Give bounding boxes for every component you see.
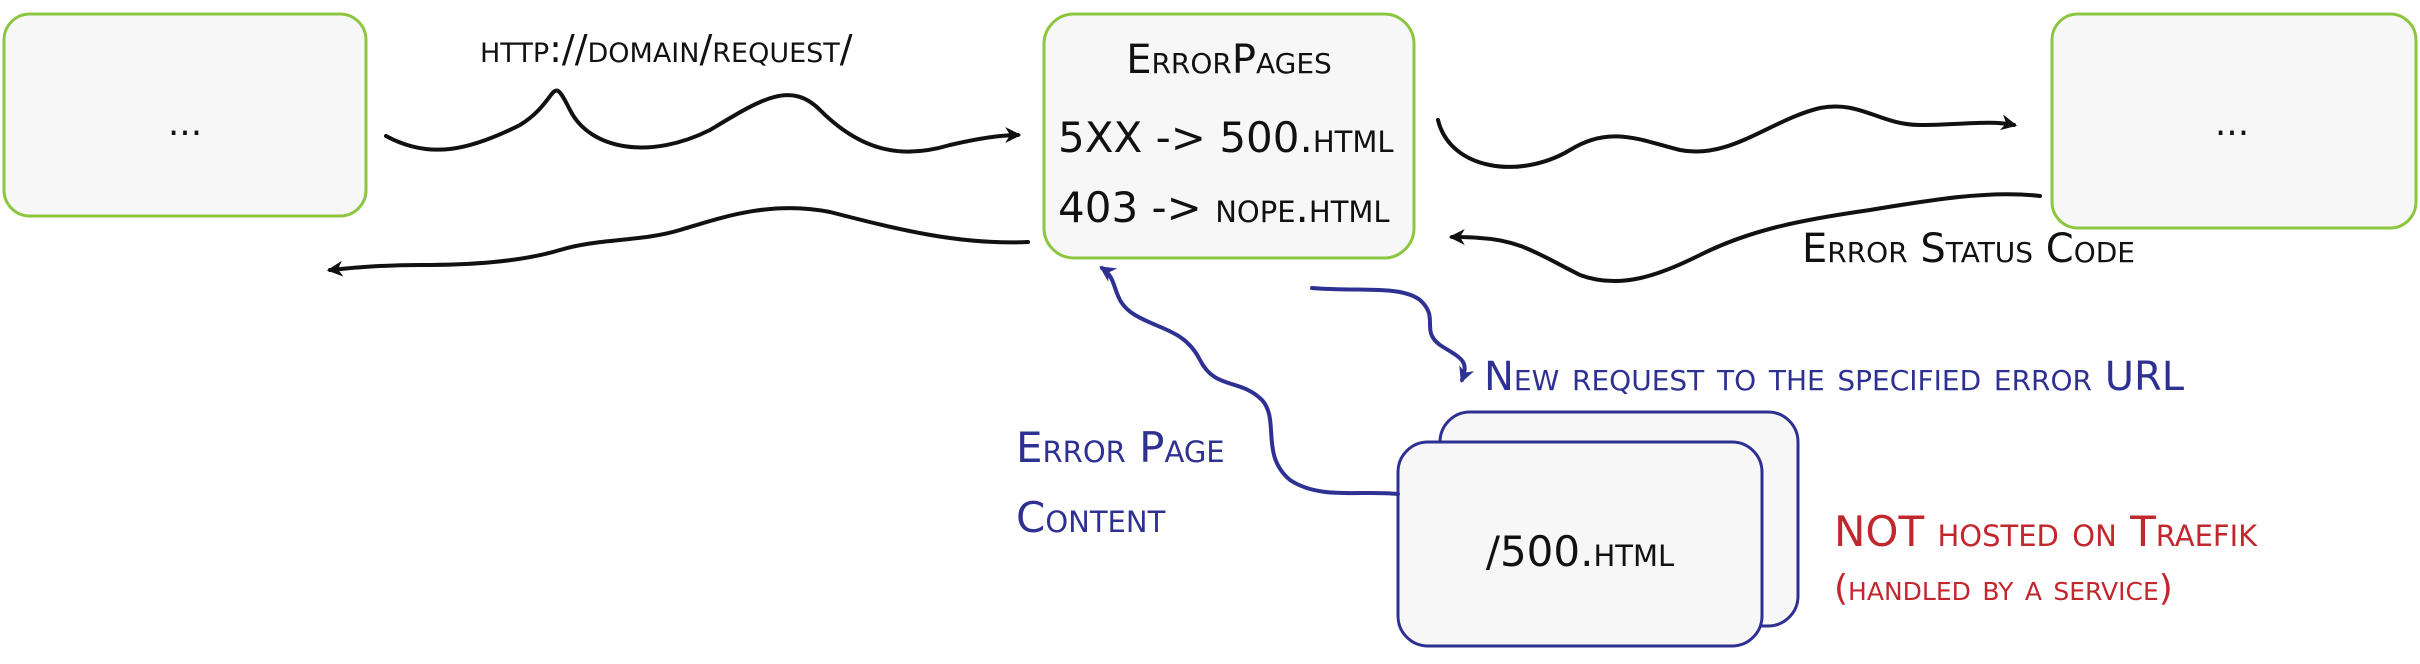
middleware-rule-403: 403 -> nope.html bbox=[1058, 183, 1390, 232]
backend-box-label: ... bbox=[2215, 103, 2249, 144]
response-arrow bbox=[326, 206, 1030, 277]
backend-box: ... bbox=[2050, 12, 2418, 230]
errorpages-middleware-box: ErrorPages 5XX -> 500.html 403 -> nope.h… bbox=[1042, 12, 1416, 260]
new-request-arrow bbox=[1310, 286, 1475, 383]
middleware-title: ErrorPages bbox=[1126, 37, 1332, 83]
error-status-code-label: Error Status Code bbox=[1802, 226, 2135, 272]
request-arrow bbox=[384, 88, 1022, 154]
new-request-label: New request to the specified error URL bbox=[1484, 354, 2185, 400]
forward-request-arrow bbox=[1436, 104, 2018, 169]
client-box-label: ... bbox=[168, 103, 202, 144]
middleware-rule-5xx: 5XX -> 500.html bbox=[1058, 113, 1394, 162]
error-page-service-stack: /500.html bbox=[1396, 410, 1800, 648]
error-service-label: /500.html bbox=[1486, 527, 1674, 576]
request-url-label: http://domain/request/ bbox=[480, 27, 853, 71]
error-page-content-label-line-1: Error Page bbox=[1016, 423, 1225, 472]
error-page-content-label-line-2: Content bbox=[1016, 493, 1166, 542]
client-box: ... bbox=[2, 12, 368, 218]
error-status-arrow bbox=[1448, 192, 2042, 284]
error-page-content-arrow bbox=[1099, 266, 1400, 496]
not-hosted-label-line-1: NOT hosted on Traefik bbox=[1834, 507, 2258, 556]
not-hosted-label-line-2: (handled by a service) bbox=[1834, 568, 2173, 609]
